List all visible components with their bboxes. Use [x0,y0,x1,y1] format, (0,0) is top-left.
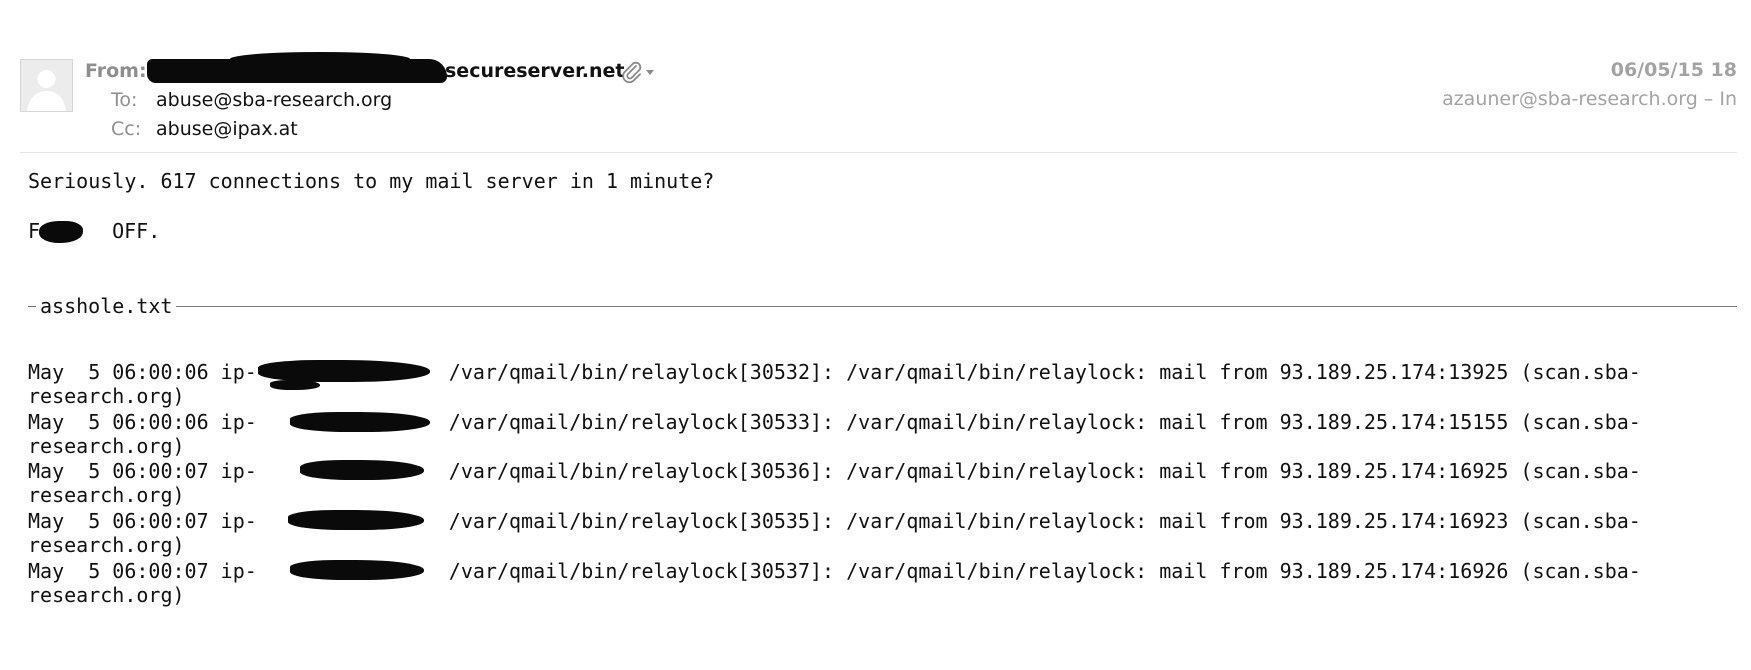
log-line: May 5 06:00:07 ip- /var/qmail/bin/relaylo… [28,459,1641,483]
log-line-cont: research.org) [28,533,185,557]
separator-rule [28,306,1737,307]
log-line-cont: research.org) [28,483,185,507]
cc-label: Cc: [111,118,142,140]
log-prefix: May 5 06:00:06 ip- [28,410,257,434]
log-line-cont: research.org) [28,384,185,408]
redaction-mark [258,360,430,382]
message-line: Seriously. 617 connections to my mail se… [28,169,715,193]
log-line-cont: research.org) [28,583,185,607]
cc-address[interactable]: abuse@ipax.at [156,118,298,140]
message-word-end: OFF. [100,219,161,243]
attachment-content: May 5 06:00:06 ip- /var/qmail/bin/relaylo… [0,360,1751,616]
log-message: /var/qmail/bin/relaylock[30532]: /var/qm… [448,360,1641,384]
paperclip-icon [622,61,642,84]
log-prefix: May 5 06:00:07 ip- [28,559,257,583]
log-line: May 5 06:00:06 ip- /var/qmail/bin/relaylo… [28,360,1641,384]
log-message: /var/qmail/bin/relaylock[30536]: /var/qm… [448,459,1641,483]
header-divider [20,152,1737,153]
attachment-name[interactable]: asshole.txt [36,295,177,317]
redaction-mark [290,560,424,580]
avatar [20,59,73,112]
redaction-mark [270,380,320,390]
recipient-account: azauner@sba-research.org – In [1442,88,1737,110]
attachment-menu-button[interactable] [620,60,660,84]
person-silhouette-icon [21,60,72,111]
from-label: From: [85,60,147,82]
log-prefix: May 5 06:00:07 ip- [28,509,257,533]
attachment-separator: asshole.txt [28,295,1737,317]
chevron-down-icon [646,70,654,75]
sender-address[interactable]: secureserver.net [445,60,625,82]
redaction-mark [300,460,424,480]
log-message: /var/qmail/bin/relaylock[30537]: /var/qm… [448,559,1641,583]
redaction-mark [230,52,410,66]
to-label: To: [111,89,138,111]
log-line: May 5 06:00:06 ip- /var/qmail/bin/relaylo… [28,410,1641,434]
log-message: /var/qmail/bin/relaylock[30535]: /var/qm… [448,509,1641,533]
log-line: May 5 06:00:07 ip- /var/qmail/bin/relaylo… [28,559,1641,583]
log-line: May 5 06:00:07 ip- /var/qmail/bin/relaylo… [28,509,1641,533]
redaction-mark [288,510,424,530]
log-message: /var/qmail/bin/relaylock[30533]: /var/qm… [448,410,1641,434]
log-prefix: May 5 06:00:06 ip- [28,360,257,384]
log-line-cont: research.org) [28,434,185,458]
message-word-start: F [28,219,41,243]
redaction-mark [39,221,83,243]
log-prefix: May 5 06:00:07 ip- [28,459,257,483]
redaction-mark [290,412,430,432]
message-line: F OFF. [28,219,160,244]
message-date: 06/05/15 18 [1610,59,1737,81]
to-address[interactable]: abuse@sba-research.org [156,89,393,111]
